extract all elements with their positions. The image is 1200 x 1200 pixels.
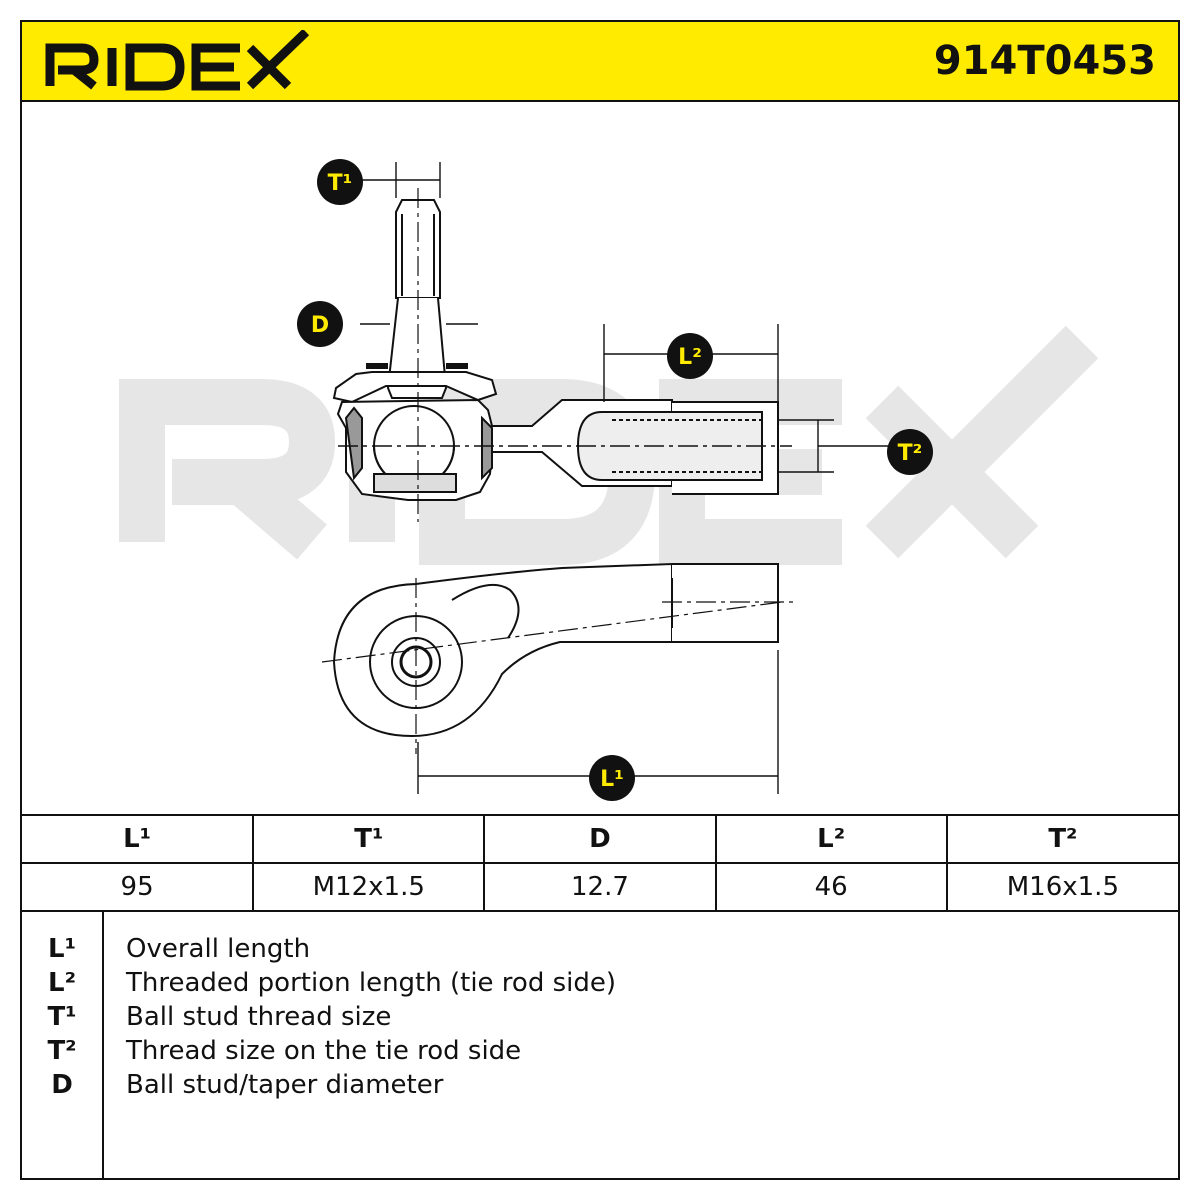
legend-item: L¹ Overall length (22, 932, 1172, 966)
legend-symbol: L² (48, 968, 76, 998)
spec-header-row: L¹ T¹ D L² T² (22, 814, 1178, 864)
top-view (321, 562, 794, 754)
legend: L¹ Overall length L² Threaded portion le… (22, 912, 1178, 1178)
legend-symbol: D (51, 1070, 73, 1100)
spec-value: M16x1.5 (945, 862, 1178, 912)
spec-header: D (483, 814, 717, 864)
svg-text:L¹: L¹ (600, 767, 624, 792)
badge-t2: T² (887, 429, 933, 475)
svg-text:D: D (311, 313, 329, 338)
legend-description: Ball stud/taper diameter (126, 1070, 444, 1100)
spec-value: 12.7 (483, 862, 717, 912)
header-bar: 914T0453 (22, 22, 1178, 102)
legend-divider (102, 912, 104, 1178)
legend-description: Thread size on the tie rod side (126, 1036, 522, 1066)
badge-t1: T¹ (317, 159, 363, 205)
spec-table: L¹ T¹ D L² T² 95 M12x1.5 12.7 46 M16x1.5 (22, 814, 1178, 912)
part-number: 914T0453 (933, 38, 1156, 84)
legend-symbol: T² (47, 1036, 77, 1066)
legend-description: Overall length (126, 934, 311, 964)
svg-text:T²: T² (898, 441, 923, 466)
ridex-logo (45, 30, 310, 91)
side-view (332, 188, 792, 522)
badge-d: D (297, 301, 343, 347)
svg-text:T¹: T¹ (328, 171, 353, 196)
spec-header: T¹ (252, 814, 486, 864)
spec-value: M12x1.5 (252, 862, 486, 912)
svg-text:L²: L² (678, 345, 702, 370)
spec-header: L² (714, 814, 948, 864)
legend-symbol: T¹ (47, 1002, 77, 1032)
technical-drawing: T¹ D L² T² L¹ (119, 159, 1099, 801)
spec-header: T² (945, 814, 1178, 864)
legend-item: L² Threaded portion length (tie rod side… (22, 966, 1172, 1000)
badge-l1: L¹ (589, 755, 635, 801)
legend-item: D Ball stud/taper diameter (22, 1068, 1172, 1102)
product-sheet: 914T0453 (20, 20, 1180, 1180)
spec-value-row: 95 M12x1.5 12.7 46 M16x1.5 (22, 862, 1178, 912)
spec-value: 46 (714, 862, 948, 912)
legend-item: T¹ Ball stud thread size (22, 1000, 1172, 1034)
legend-description: Threaded portion length (tie rod side) (126, 968, 617, 998)
spec-value: 95 (22, 862, 255, 912)
legend-symbol: L¹ (48, 934, 76, 964)
legend-item: T² Thread size on the tie rod side (22, 1034, 1172, 1068)
badge-l2: L² (667, 333, 713, 379)
spec-header: L¹ (22, 814, 255, 864)
legend-description: Ball stud thread size (126, 1002, 392, 1032)
